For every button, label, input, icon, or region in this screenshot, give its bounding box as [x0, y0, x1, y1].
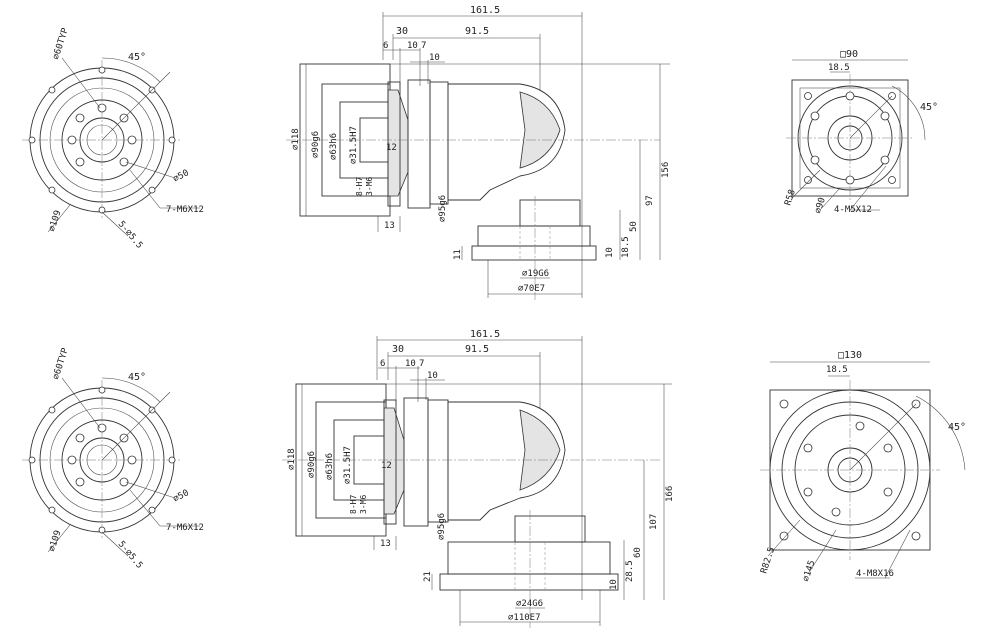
- label-tap: 7-M6X12: [166, 205, 204, 215]
- dim-6: 6: [383, 41, 388, 51]
- dim-156: 156: [661, 162, 671, 178]
- dim-10c: 10: [609, 579, 619, 590]
- label-sq130: □130: [838, 350, 862, 361]
- dim-30: 30: [396, 26, 408, 37]
- dim-90g6: ⌀90g6: [307, 451, 317, 478]
- label-r58: R58: [783, 188, 798, 207]
- dim-50: 50: [629, 221, 639, 232]
- dim-13: 13: [380, 539, 391, 549]
- dim-7: 7: [421, 41, 426, 51]
- dim-10b: 10: [429, 53, 440, 63]
- dim-24: ⌀24G6: [516, 599, 543, 609]
- dim-110: ⌀110E7: [508, 613, 541, 623]
- label-d50: ⌀50: [172, 488, 191, 504]
- label-holes: 5-⌀5.5: [116, 540, 145, 571]
- dim-10a: 10: [405, 359, 416, 369]
- dim-19: ⌀19G6: [522, 269, 549, 279]
- label-d50: ⌀50: [172, 168, 191, 184]
- label-tap: 4-M5X12: [834, 205, 872, 215]
- label-r825: R82.5: [759, 546, 777, 575]
- dim-97: 97: [645, 195, 655, 206]
- dim-315: ⌀31.5H7: [343, 446, 353, 484]
- dim-11: 11: [453, 249, 463, 260]
- dim-8: 8-H7: [349, 495, 358, 514]
- label-tap: 4-M8X16: [856, 569, 894, 579]
- label-185: 18.5: [828, 63, 850, 73]
- label-185: 18.5: [826, 365, 848, 375]
- dim-6: 6: [380, 359, 385, 369]
- bottom-right-flange-view: □130 18.5 45° R82.5 ⌀145 4-M8X16: [759, 350, 966, 583]
- dim-21: 21: [423, 571, 433, 582]
- dim-60: 60: [633, 547, 643, 558]
- dim-10c: 10: [605, 247, 615, 258]
- dim-13: 13: [384, 221, 395, 231]
- dim-63h6: ⌀63h6: [329, 133, 339, 160]
- dim-12: 12: [386, 143, 397, 153]
- dim-91: 91.5: [465, 26, 489, 37]
- dim-70: ⌀70E7: [518, 284, 545, 294]
- label-45: 45°: [920, 102, 938, 113]
- dim-107: 107: [649, 514, 659, 530]
- label-tap: 7-M6X12: [166, 523, 204, 533]
- label-d145: ⌀145: [801, 559, 817, 583]
- label-45: 45°: [948, 422, 966, 433]
- top-middle-section-view: 161.5 30 91.5 6 10 7 10 ⌀118 ⌀90g6 ⌀63h6…: [286, 5, 671, 300]
- top-right-flange-view: □90 18.5 45° R58 ⌀90 4-M5X12: [783, 49, 938, 215]
- dim-118: ⌀118: [287, 448, 297, 470]
- label-d90: ⌀90: [813, 196, 828, 215]
- label-d109: ⌀109: [47, 209, 63, 233]
- dim-63h6: ⌀63h6: [325, 453, 335, 480]
- dim-10b: 10: [427, 371, 438, 381]
- label-angle: 45°: [128, 52, 146, 63]
- dim-315: ⌀31.5H7: [349, 126, 359, 164]
- label-pcd: ⌀60TYP: [51, 346, 71, 381]
- dim-90g6: ⌀90g6: [311, 131, 321, 158]
- dim-166: 166: [665, 486, 675, 502]
- bottom-middle-section-view: 161.5 30 91.5 6 10 7 10 ⌀118 ⌀90g6 ⌀63h6…: [282, 329, 675, 628]
- label-d109: ⌀109: [47, 529, 63, 553]
- dim-3: 3-M6: [365, 177, 374, 196]
- dim-161: 161.5: [470, 5, 500, 16]
- label-holes: 5-⌀5.5: [116, 220, 145, 251]
- label-sq90: □90: [840, 49, 858, 60]
- dim-30: 30: [392, 344, 404, 355]
- dim-95: ⌀95g6: [438, 195, 448, 222]
- dim-91: 91.5: [465, 344, 489, 355]
- top-left-flange-view: ⌀60TYP 45° ⌀50 7-M6X12 5-⌀5.5 ⌀109: [22, 26, 204, 251]
- dim-8: 8-H7: [355, 177, 364, 196]
- label-pcd: ⌀60TYP: [51, 26, 71, 61]
- dim-3: 3-M6: [359, 495, 368, 514]
- dim-118: ⌀118: [291, 128, 301, 150]
- dim-95: ⌀95g6: [437, 513, 447, 540]
- dim-185: 18.5: [621, 236, 631, 258]
- dim-285: 28.5: [625, 560, 635, 582]
- bottom-left-flange-view: ⌀60TYP 45° ⌀50 7-M6X12 5-⌀5.5 ⌀109: [22, 346, 204, 571]
- dim-7: 7: [419, 359, 424, 369]
- dim-12: 12: [381, 461, 392, 471]
- dim-10a: 10: [407, 41, 418, 51]
- dim-161: 161.5: [470, 329, 500, 340]
- label-angle: 45°: [128, 372, 146, 383]
